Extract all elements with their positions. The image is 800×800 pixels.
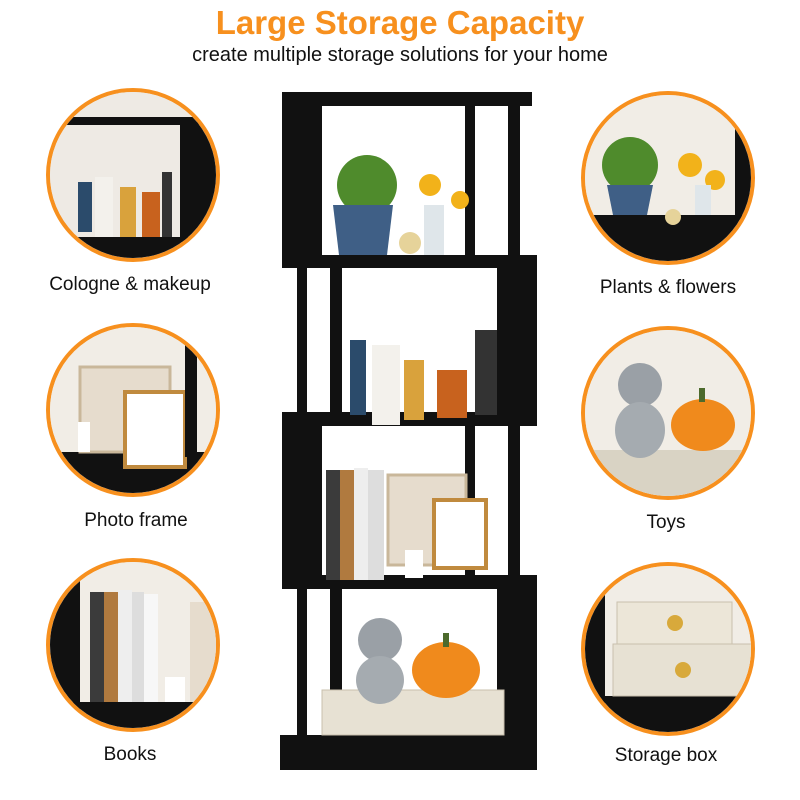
books-illustration	[50, 562, 216, 728]
plants-flowers-illustration	[585, 95, 751, 261]
storage-box-illustration	[585, 566, 751, 732]
cologne-makeup-illustration	[50, 92, 216, 258]
feature-label-storage-box: Storage box	[614, 745, 718, 766]
feature-image-storage-box	[581, 562, 755, 736]
feature-image-books	[46, 558, 220, 732]
feature-label-plants-flowers: Plants & flowers	[599, 277, 737, 298]
feature-label-books: Books	[103, 744, 157, 765]
feature-image-plants-flowers	[581, 91, 755, 265]
toys-illustration	[585, 330, 751, 496]
feature-label-photo-frame: Photo frame	[84, 510, 188, 531]
feature-label-toys: Toys	[646, 512, 686, 533]
photo-frame-illustration	[50, 327, 216, 493]
feature-image-cologne-makeup	[46, 88, 220, 262]
subheadline: create multiple storage solutions for yo…	[192, 44, 608, 66]
feature-label-cologne-makeup: Cologne & makeup	[49, 274, 211, 295]
feature-image-toys	[581, 326, 755, 500]
headline: Large Storage Capacity	[215, 4, 585, 41]
feature-image-photo-frame	[46, 323, 220, 497]
